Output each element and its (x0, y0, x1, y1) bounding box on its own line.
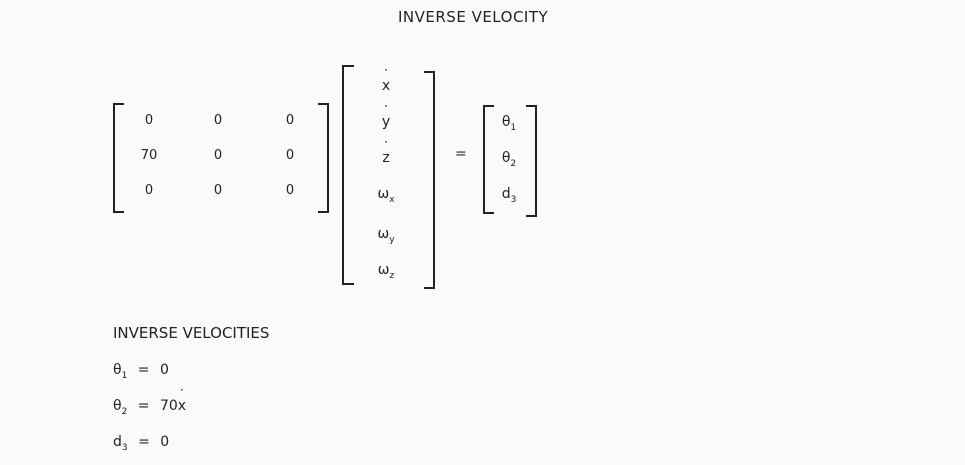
page-title: INVERSE VELOCITY (398, 8, 549, 26)
matrix-cell-r3c2: 0 (213, 183, 223, 198)
matrix-cell-r2c2: 0 (213, 148, 223, 163)
result-line-theta1: θ1 = 0 (113, 362, 169, 381)
vector-entry-z-dot: z (371, 150, 401, 166)
vector-entry-omega-z: ωz (377, 262, 395, 281)
equals-sign: = (455, 146, 467, 162)
matrix-cell-r1c1: 0 (144, 113, 154, 128)
matrix-cell-r1c2: 0 (213, 113, 223, 128)
x-dot-variable: x (178, 398, 186, 414)
matrix-cell-r2c3: 0 (285, 148, 295, 163)
result-entry-d3: d3 (501, 186, 517, 205)
matrix-cell-r2c1: 70 (140, 148, 158, 163)
result-entry-theta2: θ2 (501, 150, 517, 169)
vector-entry-y-dot: y (371, 114, 401, 130)
result-entry-theta1: θ1 (501, 114, 517, 133)
vector-entry-omega-y: ωy (377, 226, 395, 245)
matrix-cell-r1c3: 0 (285, 113, 295, 128)
vector-entry-x-dot: x (371, 78, 401, 94)
inverse-velocities-heading: INVERSE VELOCITIES (113, 324, 270, 342)
matrix-cell-r3c3: 0 (285, 183, 295, 198)
result-line-d3: d3 = 0 (113, 434, 170, 453)
result-line-theta2: θ2 = 70x (113, 398, 186, 417)
matrix-cell-r3c1: 0 (144, 183, 154, 198)
vector-entry-omega-x: ωx (377, 186, 395, 205)
